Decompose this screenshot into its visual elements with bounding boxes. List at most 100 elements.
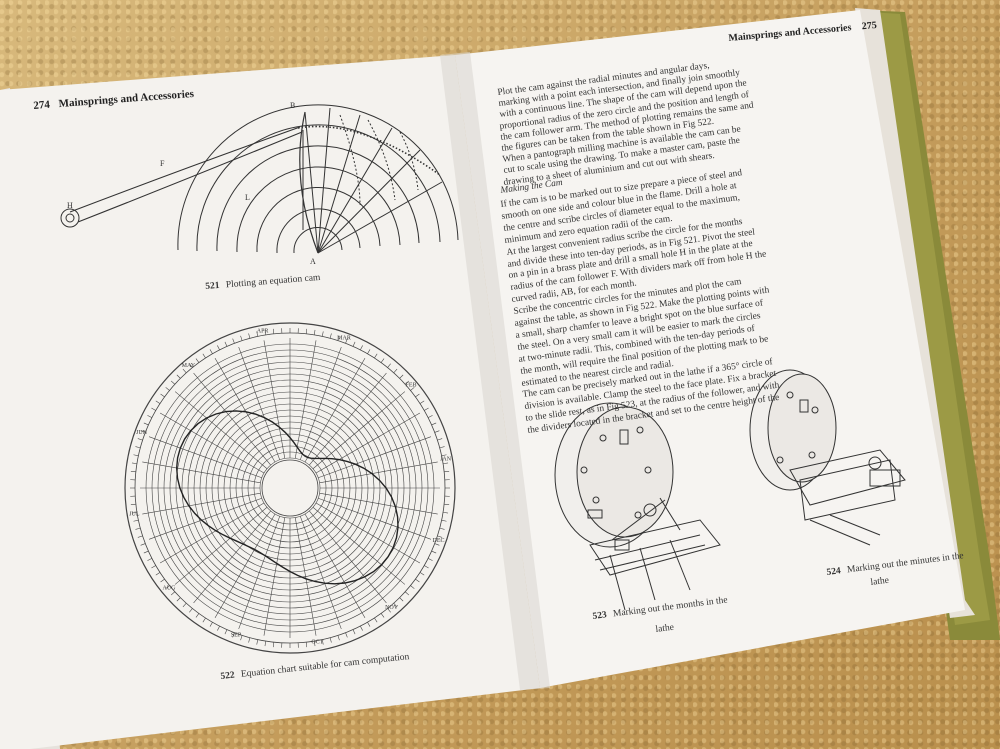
chart-month-label: SEP <box>231 633 242 639</box>
chart-outer-ring <box>124 322 456 654</box>
chart-tick <box>321 331 324 337</box>
chart-tick <box>374 617 378 623</box>
chart-tick <box>131 511 137 514</box>
chart-tick <box>182 602 187 608</box>
chart-radial-line <box>148 436 262 479</box>
chart-tick <box>143 550 149 554</box>
fig521-label-h: H <box>67 201 73 210</box>
chart-tick <box>189 363 193 368</box>
left-page-header: 274 Mainsprings and Accessories <box>33 88 194 112</box>
chart-tick <box>443 462 449 465</box>
fig523-caption-line2: lathe <box>655 622 675 635</box>
chart-tick <box>415 393 420 398</box>
chart-tick <box>321 639 324 645</box>
chart-radial-line <box>309 510 387 604</box>
chart-radial-line <box>263 340 286 459</box>
chart-tick <box>352 629 356 635</box>
chart-tick <box>232 338 235 344</box>
chart-radial-line <box>159 412 265 474</box>
chart-month-label: MAR <box>337 336 351 342</box>
chart-tick <box>160 578 165 583</box>
chart-radial-line <box>294 517 317 636</box>
chart-tick <box>147 415 153 418</box>
fig521-label-f: F <box>160 159 165 168</box>
chart-tick <box>367 622 371 627</box>
chart-tick <box>399 374 404 379</box>
chart-month-label: OCT <box>311 640 323 646</box>
chart-tick <box>437 438 443 441</box>
chart-tick <box>209 349 213 354</box>
chart-tick <box>387 608 391 613</box>
chart-tick <box>437 535 443 538</box>
chart-tick <box>209 622 213 627</box>
chart-tick <box>441 454 447 457</box>
chart-radial-line <box>294 340 317 459</box>
chart-tick <box>195 613 200 618</box>
chart-month-label: JAN <box>440 457 452 463</box>
chart-tick <box>217 345 220 351</box>
chart-tick <box>415 578 420 583</box>
chart-tick <box>305 642 308 648</box>
chart-tick <box>240 335 243 341</box>
chart-tick <box>248 637 251 643</box>
chart-radial-line <box>193 372 271 466</box>
chart-tick <box>143 422 149 426</box>
chart-month-label: AUG <box>163 586 177 592</box>
chart-tick <box>431 422 437 426</box>
chart-tick <box>434 543 440 546</box>
chart-tick <box>182 368 187 374</box>
chart-tick <box>337 635 340 641</box>
chart-radial-line <box>315 502 421 564</box>
fig521-caption-number: 521 <box>205 280 220 292</box>
chart-tick <box>427 415 433 418</box>
chart-tick <box>195 358 200 363</box>
chart-tick <box>272 642 275 648</box>
chart-radial-line <box>312 391 406 469</box>
chart-radial-line <box>299 516 342 630</box>
right-page-header-title: Mainsprings and Accessories <box>728 22 852 44</box>
fig523-caption-text-1: Marking out the months in the <box>612 595 729 620</box>
chart-tick <box>439 527 445 530</box>
chart-tick <box>133 454 139 457</box>
chart-tick <box>189 608 193 613</box>
chart-radial-line <box>319 492 438 515</box>
chart-tick <box>170 380 176 385</box>
fig521-caption: 521 Plotting an equation cam <box>205 273 321 292</box>
chart-tick <box>374 353 378 359</box>
fig521-caption-text: Plotting an equation cam <box>225 272 321 291</box>
chart-tick <box>329 333 332 339</box>
chart-tick <box>170 591 176 596</box>
chart-radial-line <box>318 497 432 540</box>
chart-tick <box>224 341 228 347</box>
chart-tick <box>424 565 429 569</box>
fig524-caption-line2: lathe <box>870 575 890 588</box>
fig522-caption-text: Equation chart suitable for cam computat… <box>240 652 410 680</box>
chart-tick <box>264 641 267 647</box>
chart-tick <box>393 602 398 608</box>
fig524-caption-number: 524 <box>826 566 842 578</box>
chart-cam-curve <box>175 410 399 585</box>
chart-tick <box>427 558 433 561</box>
chart-tick <box>224 629 228 635</box>
chart-tick <box>393 368 398 374</box>
chart-tick <box>176 597 181 602</box>
chart-tick <box>305 328 308 334</box>
right-page-header: Mainsprings and Accessories 275 <box>728 20 877 44</box>
chart-month-label: NOV <box>385 605 399 611</box>
chart-radial-line <box>263 517 286 636</box>
chart-tick <box>155 572 161 576</box>
chart-month-label: APR <box>257 328 269 334</box>
chart-tick <box>140 430 146 433</box>
left-page-number: 274 <box>33 98 51 112</box>
chart-tick <box>444 503 450 506</box>
fig523-caption-number: 523 <box>592 610 608 622</box>
fig521-label-a: A <box>310 257 316 266</box>
fig522-caption: 522 Equation chart suitable for cam comp… <box>220 652 410 682</box>
chart-tick <box>337 335 340 341</box>
chart-tick <box>410 387 415 391</box>
chart-month-label: JUN <box>136 430 148 436</box>
